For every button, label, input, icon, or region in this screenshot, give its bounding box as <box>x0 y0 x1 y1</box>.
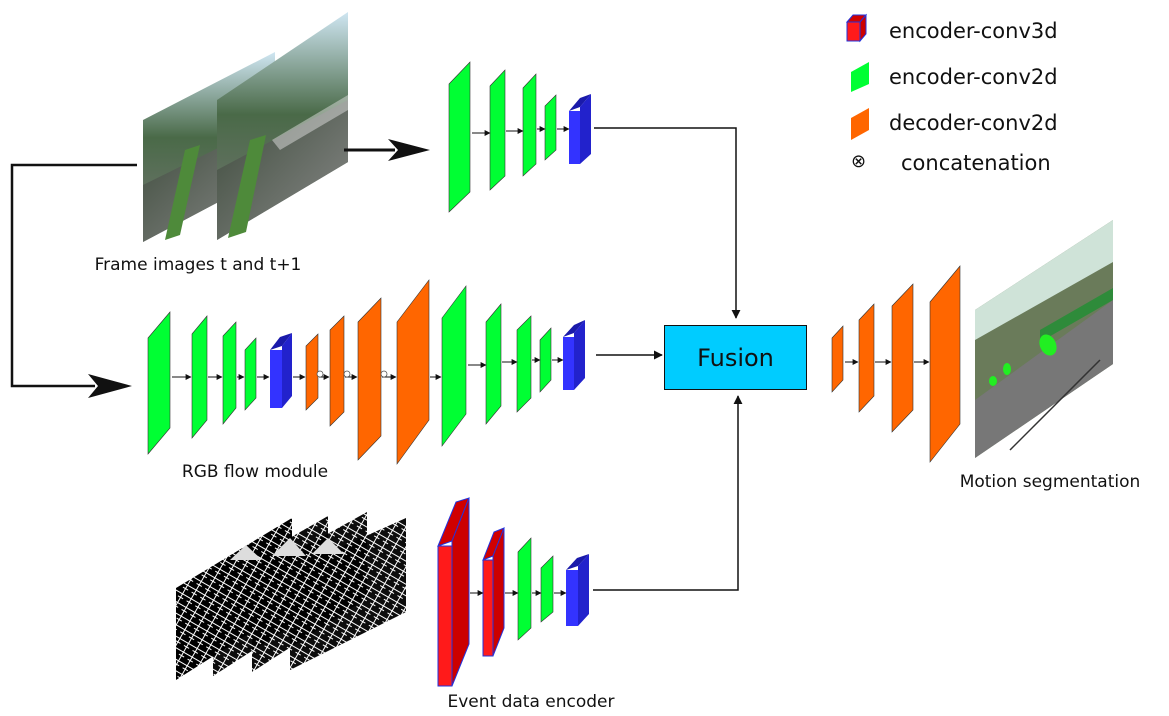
motion-segmentation-label: Motion segmentation <box>960 472 1141 492</box>
event-data-encoder <box>437 497 589 687</box>
legend-concat-symbol: ⊗ <box>851 151 866 172</box>
frames-to-rgb-flow-arrow <box>10 163 137 388</box>
frames-to-rgb-flow-arrowhead <box>88 374 132 398</box>
legend-enc2d-swatch <box>851 62 869 92</box>
top-encoder-to-fusion-arrow <box>594 127 741 319</box>
legend-conv3d-label: encoder-conv3d <box>889 19 1058 43</box>
segmented-object-3 <box>989 376 997 386</box>
legend-dec2d-swatch <box>851 108 869 140</box>
frame-images-label: Frame images t and t+1 <box>95 255 302 275</box>
frames-to-top-encoder-arrowhead <box>388 139 430 161</box>
output-decoder <box>831 265 961 463</box>
top-image-encoder <box>448 61 591 213</box>
event-data-encoder-label: Event data encoder <box>447 692 614 712</box>
legend-concat-label: concatenation <box>901 151 1051 175</box>
frame-image-t-plus-1 <box>217 12 348 240</box>
rgb-flow-module-label: RGB flow module <box>182 462 328 482</box>
event-data-frames <box>176 512 406 680</box>
event-encoder-to-fusion-arrow <box>593 395 743 591</box>
segmented-object-1 <box>1039 334 1057 356</box>
legend: encoder-conv3d encoder-conv2d decoder-co… <box>845 13 1058 175</box>
legend-enc2d-label: encoder-conv2d <box>889 65 1058 89</box>
fusion-label: Fusion <box>697 343 774 372</box>
motion-segmentation-image <box>975 220 1113 458</box>
rgb-flow-module <box>147 279 585 465</box>
fusion-block: Fusion <box>664 325 807 390</box>
legend-dec2d-label: decoder-conv2d <box>889 111 1058 135</box>
legend-conv3d-swatch <box>845 13 868 43</box>
segmented-object-2 <box>1003 363 1011 375</box>
